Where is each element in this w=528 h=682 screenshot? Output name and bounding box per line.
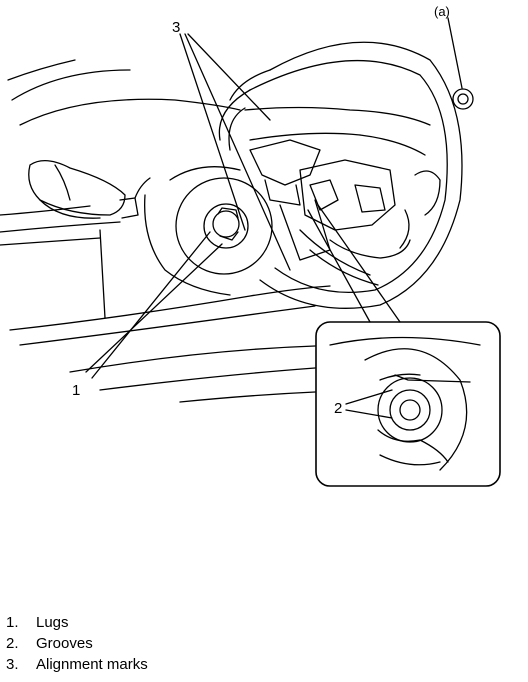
legend-number: 1. — [6, 614, 19, 631]
legend-number: 3. — [6, 656, 19, 673]
detail-inset — [315, 321, 501, 487]
legend-label: Grooves — [36, 635, 93, 652]
legend-item: 2. Grooves — [6, 633, 306, 654]
steering-wheel — [218, 41, 463, 309]
callout-2: 2 — [334, 400, 342, 417]
legend: 1. Lugs 2. Grooves 3. Alignment marks — [6, 612, 306, 675]
dashboard-lines — [0, 59, 331, 403]
callout-1: 1 — [72, 382, 80, 399]
legend-number: 2. — [6, 635, 19, 652]
steering-column — [169, 166, 273, 275]
legend-item: 3. Alignment marks — [6, 654, 306, 675]
callout-a: (a) — [434, 4, 450, 19]
legend-label: Alignment marks — [36, 656, 148, 673]
lever-stalk — [28, 160, 151, 219]
nut-icon — [452, 88, 474, 110]
legend-item: 1. Lugs — [6, 612, 306, 633]
callout-3: 3 — [172, 19, 180, 36]
leader-lines — [85, 17, 463, 419]
legend-label: Lugs — [36, 614, 69, 631]
